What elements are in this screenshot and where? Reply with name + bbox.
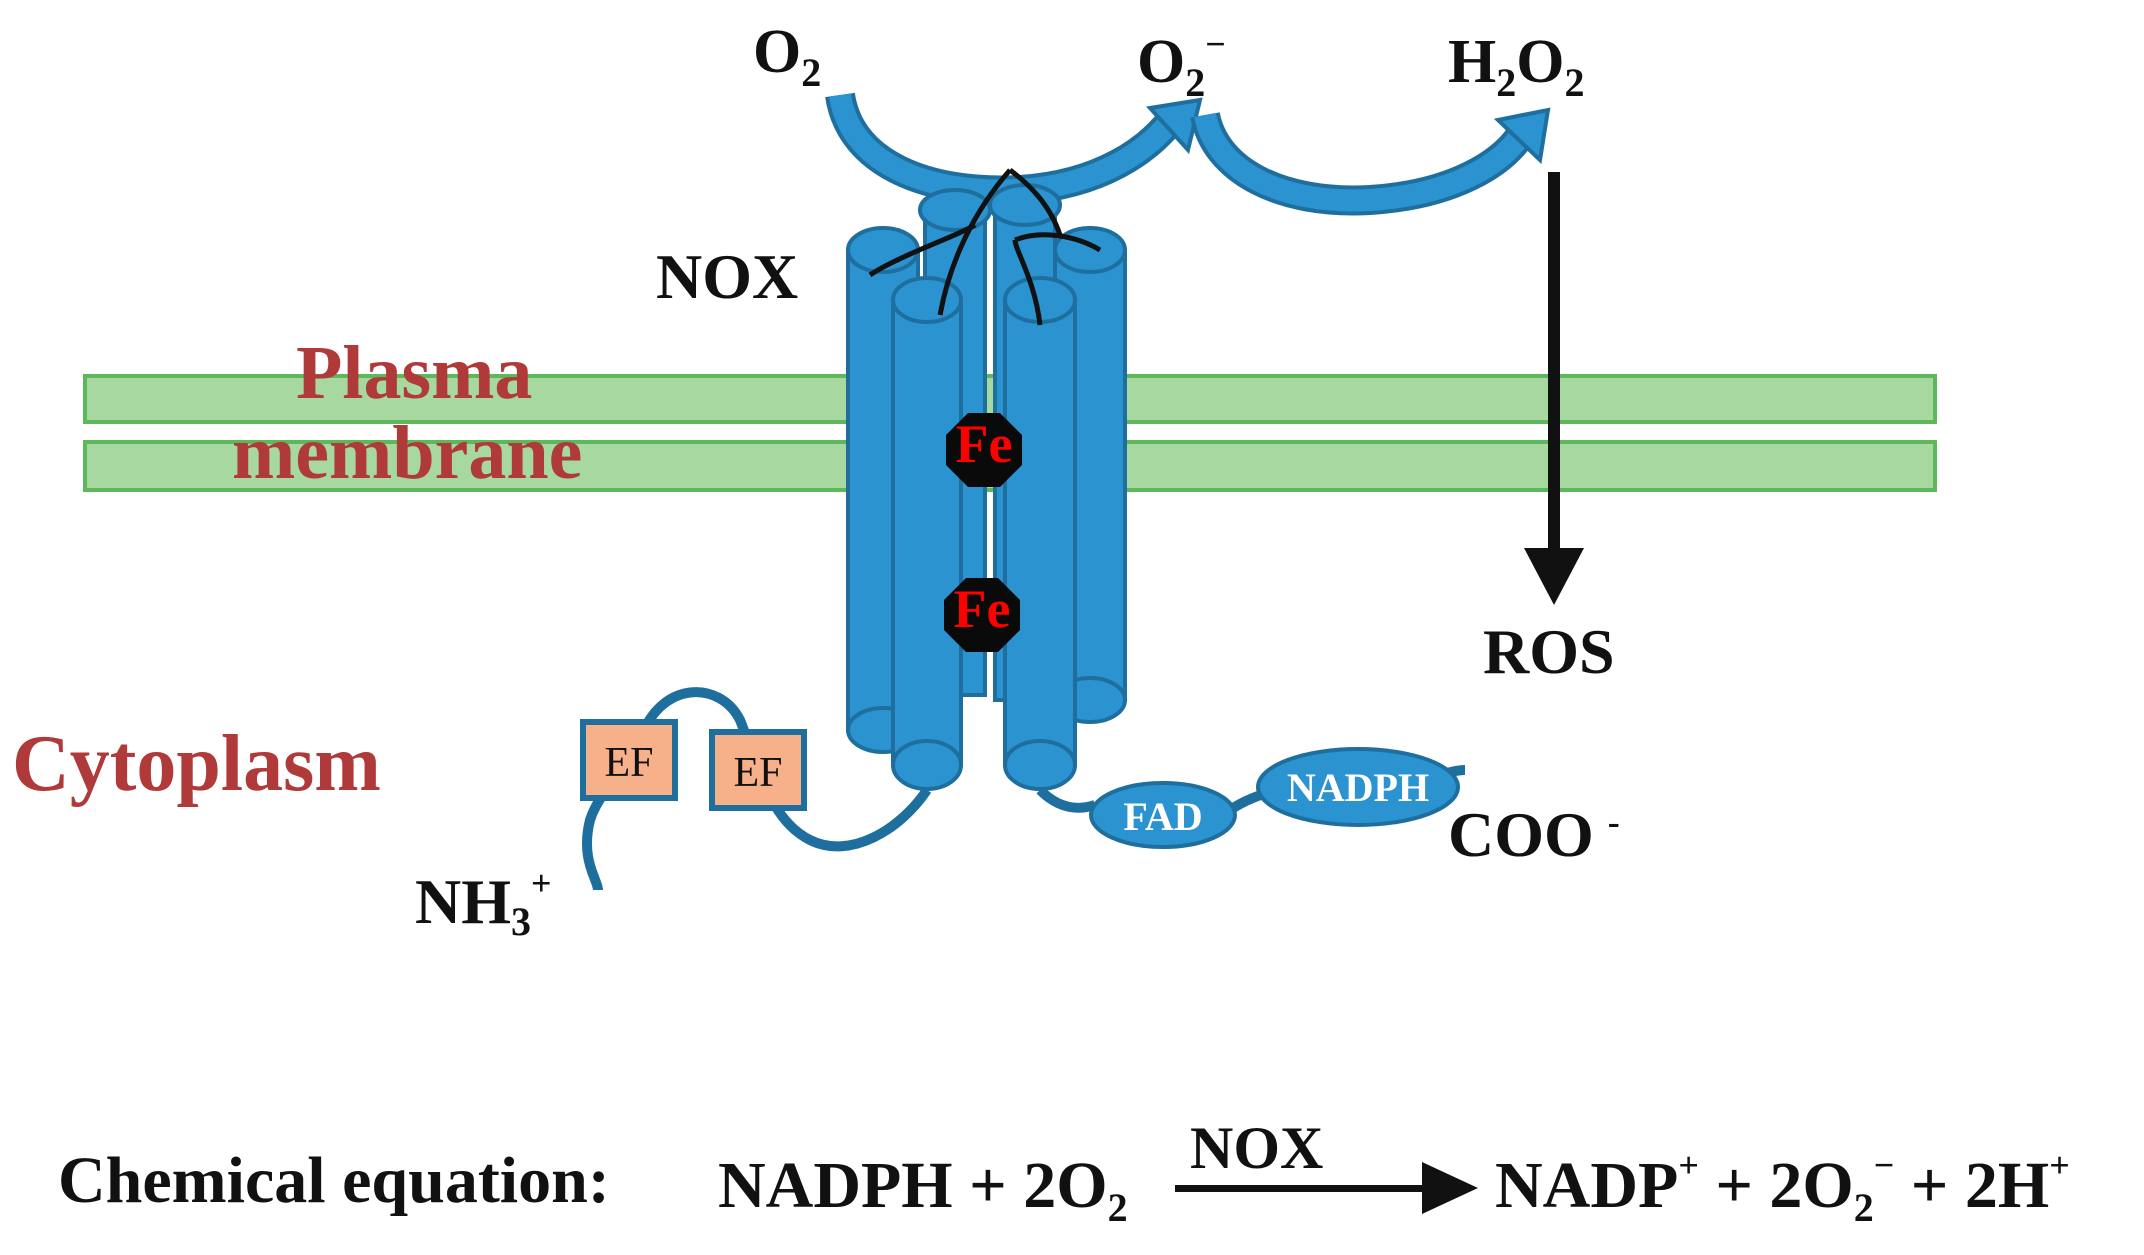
heme-iron-bottom: Fe [944,578,1020,652]
nadph-domain: NADPH [1256,747,1460,827]
c-terminal-tail: FAD NADPH [1036,747,1466,849]
o2-label: O2 [753,18,821,95]
fad-domain: FAD [1089,781,1237,849]
superoxide-label: O2− [1137,24,1226,105]
nadph-label: NADPH [1287,765,1429,810]
helix-front-left [891,276,963,791]
fad-label: FAD [1123,794,1202,839]
ef-label-1: EF [604,740,653,786]
ef-hand-1: EF [580,719,678,801]
heme-iron-top: Fe [946,413,1022,487]
ef-label-2: EF [733,750,782,796]
membrane-label: membrane [232,411,582,495]
helix-front-right [1003,276,1077,791]
equation-catalyst: NOX [1190,1115,1323,1181]
equation-prefix: Chemical equation: [58,1144,610,1217]
plasma-label: Plasma [296,331,532,415]
ef-hand-2: EF [709,729,807,811]
nh3-label: NH3+ [415,863,552,944]
h2o2-label: H2O2 [1448,28,1584,105]
reaction-arrow [1175,1162,1478,1214]
cytoplasm-label: Cytoplasm [12,720,381,808]
dismutation-arrow [1190,107,1551,216]
n-terminal-tail: EF EF [580,687,932,891]
ros-label: ROS [1483,616,1615,687]
extracellular-loops [868,168,1102,326]
chemical-equation: Chemical equation: NADPH + 2O2 NOX NADP+… [58,1115,2070,1230]
fe-label-bottom: Fe [954,579,1011,639]
equation-left: NADPH + 2O2 [718,1149,1128,1230]
fe-label-top: Fe [956,414,1013,474]
coo-label: COO- [1448,799,1620,870]
nox-label: NOX [656,241,798,312]
ros-arrow [1524,172,1584,605]
equation-right: NADP+ + 2O2− + 2H+ [1495,1145,2070,1230]
